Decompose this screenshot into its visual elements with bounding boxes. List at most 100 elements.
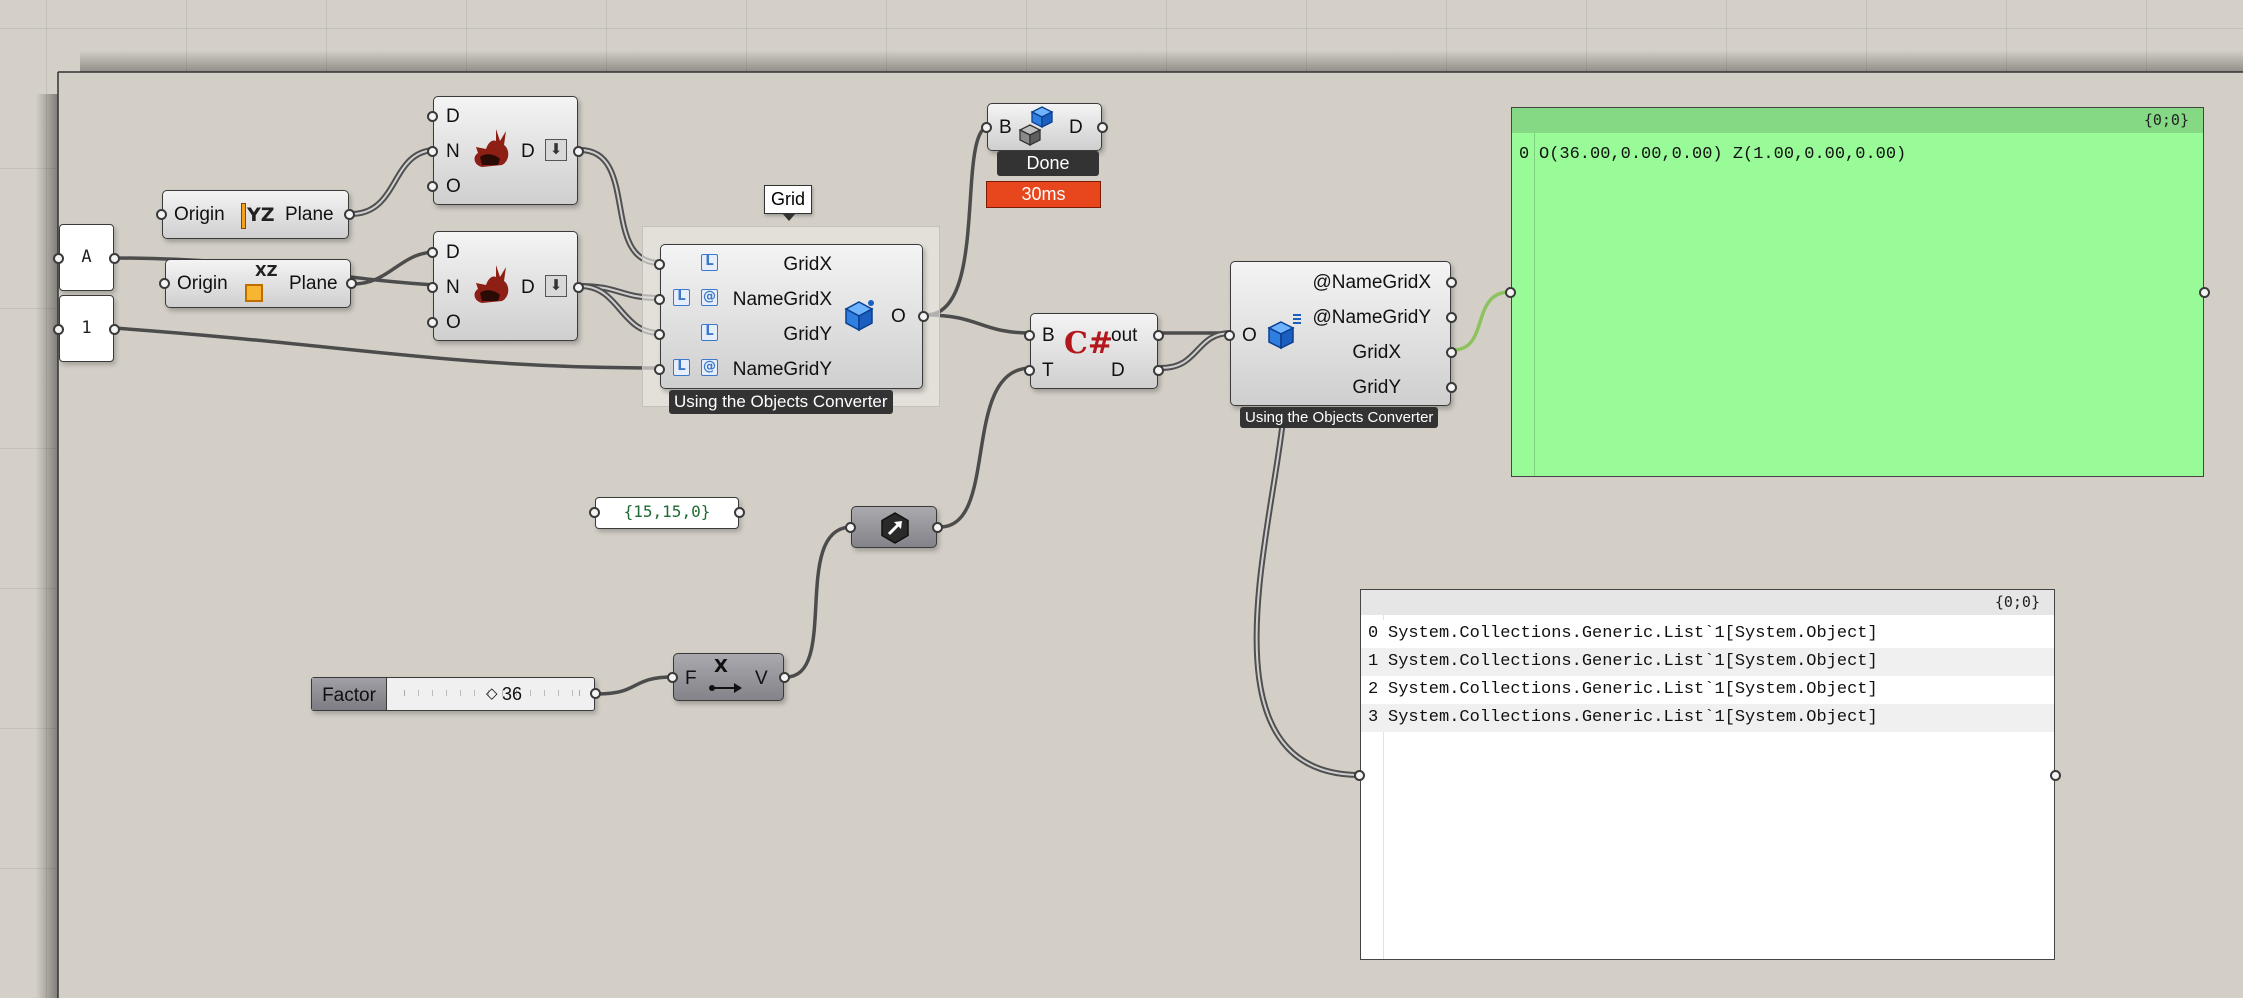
- converter-1-namegridy-grip[interactable]: [654, 364, 665, 375]
- entwine-top-output-grip[interactable]: [573, 146, 584, 157]
- xz-plane-input-origin: Origin: [177, 273, 228, 294]
- white-panel[interactable]: {0;0} 0 System.Collections.Generic.List`…: [1354, 589, 2061, 960]
- entwine-top-o-grip[interactable]: [427, 181, 438, 192]
- entwine-bottom-output-grip[interactable]: [573, 282, 584, 293]
- unit-x-output-v: V: [755, 668, 768, 689]
- white-panel-row-value: System.Collections.Generic.List`1[System…: [1388, 624, 1878, 643]
- white-panel-output-grip[interactable]: [2050, 770, 2061, 781]
- converter-1-caption: Using the Objects Converter: [669, 390, 893, 414]
- xz-plane-plane-grip[interactable]: [346, 278, 357, 289]
- bake-input-grip[interactable]: [981, 122, 992, 133]
- xz-plane-origin-grip[interactable]: [159, 278, 170, 289]
- factor-slider-track[interactable]: [404, 690, 580, 696]
- converter-2-gridx-grip[interactable]: [1446, 347, 1457, 358]
- entwine-bottom-component[interactable]: D N O D ⬇: [427, 231, 584, 341]
- flatten-arrow-icon[interactable]: ⬇: [545, 139, 567, 161]
- unit-x-icon-label: X: [714, 656, 728, 677]
- entwine-top-component[interactable]: D N O D ⬇: [427, 96, 584, 205]
- wire-xz-to-entwine-bottom-d: [351, 250, 438, 286]
- converter-1-output-grip[interactable]: [918, 311, 929, 322]
- converter-2-input-grip[interactable]: [1224, 330, 1235, 341]
- list-access-icon[interactable]: L: [701, 254, 718, 271]
- converter-1-input-namegridy: NameGridY: [732, 359, 832, 380]
- hexagon-output-grip[interactable]: [932, 522, 943, 533]
- converter-1-gridx-grip[interactable]: [654, 259, 665, 270]
- xz-plane-output-plane: Plane: [289, 273, 338, 294]
- csharp-script-component[interactable]: B T C# out D: [1024, 313, 1164, 389]
- yz-plane-plane-grip[interactable]: [344, 209, 355, 220]
- green-panel-row-index: 0: [1519, 145, 1530, 164]
- yz-plane-component[interactable]: Origin YZ Plane: [156, 190, 355, 239]
- csharp-out-grip[interactable]: [1153, 330, 1164, 341]
- rabbit-icon: [474, 265, 509, 303]
- entwine-bottom-input-d: D: [446, 242, 460, 263]
- factor-slider-thumb-icon[interactable]: ◇: [486, 684, 498, 702]
- converter-2-namegridx-grip[interactable]: [1446, 277, 1457, 288]
- hexagon-button-component[interactable]: [845, 506, 943, 548]
- yz-plane-icon: YZ: [241, 201, 275, 229]
- converter-1-gridy-grip[interactable]: [654, 329, 665, 340]
- converter-1-output-o: O: [891, 306, 906, 327]
- point-param-output-grip[interactable]: [734, 507, 745, 518]
- entwine-top-n-grip[interactable]: [427, 146, 438, 157]
- rabbit-icon: [474, 129, 509, 167]
- text-param-a[interactable]: A: [53, 224, 120, 291]
- converter-2-caption: Using the Objects Converter: [1240, 407, 1439, 428]
- objects-converter-2[interactable]: O @NameGridX @NameGridY GridX GridY: [1224, 261, 1457, 406]
- wire-csharp-d-to-converter2: [1158, 330, 1234, 371]
- text-param-a-output-grip[interactable]: [109, 253, 120, 264]
- green-panel-input-grip[interactable]: [1505, 287, 1516, 298]
- factor-slider[interactable]: Factor ◇ 36: [311, 677, 601, 711]
- point-param[interactable]: {15,15,0}: [589, 497, 745, 529]
- factor-slider-label-box: Factor: [312, 678, 387, 710]
- xz-plane-component[interactable]: Origin XZ Plane: [159, 259, 357, 308]
- entwine-bottom-d-grip[interactable]: [427, 247, 438, 258]
- wire-yz-to-entwine-top: [348, 147, 439, 217]
- csharp-t-grip[interactable]: [1024, 365, 1035, 376]
- flatten-arrow-icon[interactable]: ⬇: [545, 275, 567, 297]
- hexagon-input-grip[interactable]: [845, 522, 856, 533]
- white-panel-row-index: 3: [1368, 708, 1379, 727]
- entwine-top-input-n: N: [446, 141, 460, 162]
- bake-output-grip[interactable]: [1097, 122, 1108, 133]
- csharp-d-grip[interactable]: [1153, 365, 1164, 376]
- wire-converter2-to-white-panel: [1253, 417, 1363, 778]
- converter-1-namegridx-grip[interactable]: [654, 294, 665, 305]
- name-access-icon[interactable]: @: [701, 289, 718, 306]
- csharp-b-grip[interactable]: [1024, 330, 1035, 341]
- objects-converter-1[interactable]: L GridX L @ NameGridX L GridY L @ NameGr…: [654, 244, 929, 389]
- number-param-1-input-grip[interactable]: [53, 324, 64, 335]
- factor-slider-output-grip[interactable]: [590, 688, 601, 699]
- list-access-icon[interactable]: L: [673, 289, 690, 306]
- name-access-icon[interactable]: @: [701, 359, 718, 376]
- entwine-bottom-n-grip[interactable]: [427, 282, 438, 293]
- text-param-a-input-grip[interactable]: [53, 253, 64, 264]
- csharp-output-out: out: [1111, 325, 1138, 346]
- csharp-input-t: T: [1042, 360, 1054, 381]
- list-access-icon[interactable]: L: [701, 324, 718, 341]
- yz-plane-origin-grip[interactable]: [156, 209, 167, 220]
- yz-plane-input-origin: Origin: [174, 204, 225, 225]
- number-param-1[interactable]: 1: [53, 295, 120, 362]
- unit-x-component[interactable]: F X V: [667, 653, 790, 701]
- entwine-top-d-grip[interactable]: [427, 111, 438, 122]
- wire-converter-to-csharp: [924, 313, 1033, 335]
- wire-number-to-namegridy: [112, 326, 662, 370]
- converter-2-gridy-grip[interactable]: [1446, 382, 1457, 393]
- white-panel-input-grip[interactable]: [1354, 770, 1365, 781]
- unit-x-output-grip[interactable]: [779, 672, 790, 683]
- number-param-1-output-grip[interactable]: [109, 324, 120, 335]
- converter-2-output-namegridx: @NameGridX: [1312, 272, 1431, 293]
- bake-component[interactable]: B D: [981, 103, 1108, 151]
- list-access-icon[interactable]: L: [673, 359, 690, 376]
- green-panel-output-grip[interactable]: [2199, 287, 2210, 298]
- entwine-bottom-o-grip[interactable]: [427, 317, 438, 328]
- white-panel-row-value: System.Collections.Generic.List`1[System…: [1388, 652, 1878, 671]
- point-param-input-grip[interactable]: [589, 507, 600, 518]
- green-panel[interactable]: {0;0} 0 O(36.00,0.00,0.00) Z(1.00,0.00,0…: [1505, 107, 2210, 477]
- entwine-top-input-o: O: [446, 176, 461, 197]
- entwine-bottom-output-d: D: [521, 277, 535, 298]
- unit-x-input-grip[interactable]: [667, 672, 678, 683]
- converter-2-namegridy-grip[interactable]: [1446, 312, 1457, 323]
